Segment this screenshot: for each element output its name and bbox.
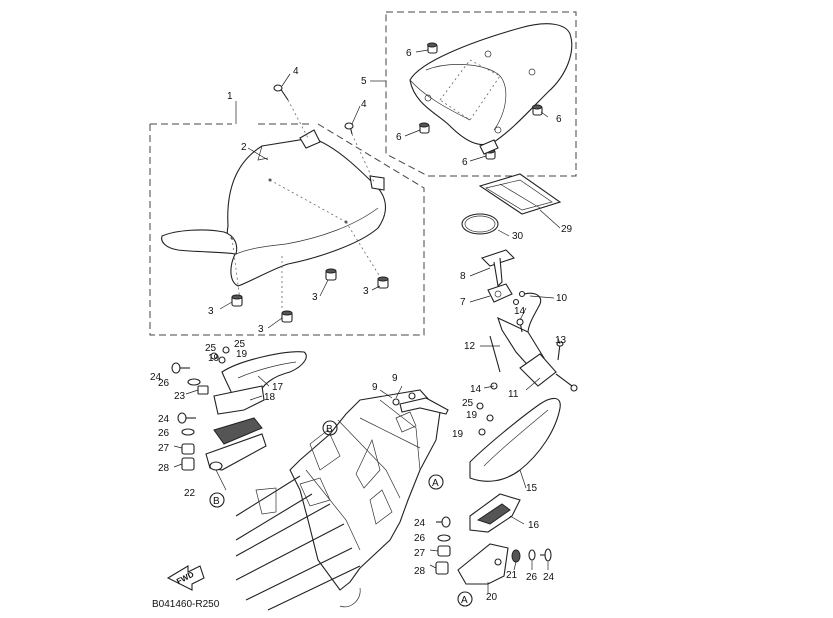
screw-14a xyxy=(516,318,524,333)
seat-lock-bracket xyxy=(480,249,516,288)
o-ring xyxy=(461,213,499,235)
diagram-code: B041460-R250 xyxy=(152,599,220,610)
label-27: 27 xyxy=(414,548,426,559)
seat-damper-3b xyxy=(281,310,293,323)
left-hardware-upper xyxy=(171,346,230,395)
grab-bar-bracket xyxy=(205,385,267,471)
label-23: 23 xyxy=(174,391,186,402)
label-29: 29 xyxy=(561,224,573,235)
bolt-4a xyxy=(273,84,289,101)
seat-damper-3c xyxy=(325,268,337,281)
seat-damper-3a xyxy=(231,294,243,307)
seat-damper-6c xyxy=(419,122,430,134)
label-19: 19 xyxy=(236,349,248,360)
label-11: 11 xyxy=(508,389,519,400)
label-18: 18 xyxy=(264,392,276,403)
label-16: 16 xyxy=(528,520,540,531)
leader-lines xyxy=(173,49,561,594)
rider-seat-group-box xyxy=(149,123,425,336)
label-26: 26 xyxy=(414,533,426,544)
part-labels: 1 2 3 3 3 3 4 4 5 6 6 6 6 7 8 9 9 10 11 … xyxy=(150,48,573,603)
label-24: 24 xyxy=(150,372,162,383)
label-17: 17 xyxy=(272,382,284,393)
lock-cable xyxy=(519,292,542,341)
label-30: 30 xyxy=(512,231,524,242)
lock-mechanism xyxy=(519,353,578,392)
passenger-seat xyxy=(409,23,573,146)
right-hardware-top xyxy=(476,402,494,436)
label-5: 5 xyxy=(361,76,367,87)
seat-damper-6a xyxy=(427,42,438,54)
label-24: 24 xyxy=(543,572,555,583)
label-10: 10 xyxy=(556,293,568,304)
label-2: 2 xyxy=(241,142,247,153)
reference-labels: A A B B xyxy=(213,424,468,606)
label-3: 3 xyxy=(208,306,214,317)
label-8: 8 xyxy=(460,271,466,282)
rear-frame xyxy=(289,389,441,591)
label-27: 27 xyxy=(158,443,170,454)
label-22: 22 xyxy=(184,488,196,499)
label-20: 20 xyxy=(486,592,498,603)
label-24: 24 xyxy=(158,414,170,425)
seat-damper-3d xyxy=(377,276,389,289)
label-19: 19 xyxy=(466,410,478,421)
passenger-seat-group-box xyxy=(385,11,577,177)
label-9: 9 xyxy=(392,373,398,384)
ref-circle-b1 xyxy=(322,420,338,436)
label-26: 26 xyxy=(158,378,170,389)
label-9: 9 xyxy=(372,382,378,393)
label-3: 3 xyxy=(363,286,369,297)
label-4: 4 xyxy=(361,99,367,110)
label-3: 3 xyxy=(312,292,318,303)
label-26: 26 xyxy=(158,428,170,439)
label-6: 6 xyxy=(462,157,468,168)
label-7: 7 xyxy=(460,297,466,308)
label-6: 6 xyxy=(396,132,402,143)
right-grab-bar xyxy=(469,397,561,482)
right-grab-bar-bracket xyxy=(457,493,521,585)
ref-label-a: A xyxy=(461,595,468,606)
small-bolts-10 xyxy=(512,290,526,306)
label-6: 6 xyxy=(406,48,412,59)
label-4: 4 xyxy=(293,66,299,77)
label-14: 14 xyxy=(470,384,482,395)
seat-strap xyxy=(478,173,562,215)
label-25: 25 xyxy=(462,398,474,409)
right-hardware-left xyxy=(435,516,451,575)
label-28: 28 xyxy=(414,566,426,577)
label-26: 26 xyxy=(526,572,538,583)
label-21: 21 xyxy=(506,570,518,581)
label-14: 14 xyxy=(514,306,526,317)
ref-label-b: B xyxy=(213,496,220,507)
label-13: 13 xyxy=(555,335,567,346)
fwd-arrow-icon xyxy=(166,565,205,591)
right-hardware-side xyxy=(511,548,552,563)
frame-rails xyxy=(235,475,361,611)
seat-damper-6b xyxy=(532,104,543,116)
label-28: 28 xyxy=(158,463,170,474)
label-1: 1 xyxy=(227,91,233,102)
rider-seat xyxy=(161,129,387,310)
left-hardware-lower xyxy=(177,412,196,471)
label-25: 25 xyxy=(205,343,217,354)
label-3: 3 xyxy=(258,324,264,335)
label-15: 15 xyxy=(526,483,538,494)
label-12: 12 xyxy=(464,341,476,352)
ref-label-b: B xyxy=(326,424,333,435)
ref-circle-b2 xyxy=(209,492,225,508)
frame-bracket-9 xyxy=(392,392,449,415)
ref-circle-a2 xyxy=(457,591,473,607)
label-24: 24 xyxy=(414,518,426,529)
label-19: 19 xyxy=(452,429,464,440)
seat-lock xyxy=(487,283,513,303)
bolt-4b xyxy=(344,122,354,135)
ref-label-a: A xyxy=(432,478,439,489)
label-6: 6 xyxy=(556,114,562,125)
ref-circle-a1 xyxy=(428,474,444,490)
label-19: 19 xyxy=(208,353,220,364)
screw-13 xyxy=(556,341,564,361)
label-25: 25 xyxy=(234,339,246,350)
